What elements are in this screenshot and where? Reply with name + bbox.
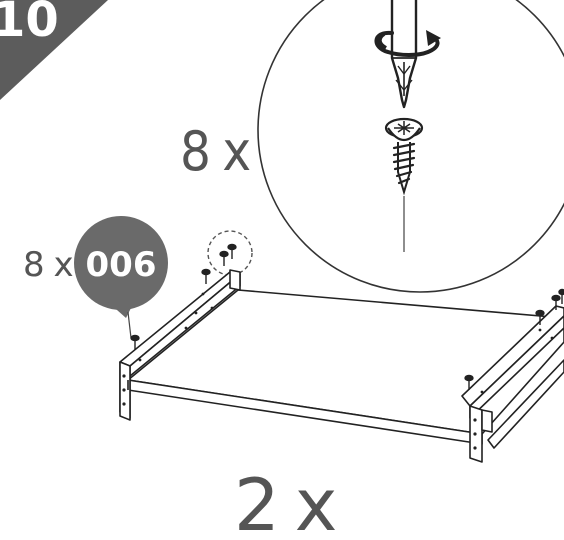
screw-icon [219, 250, 229, 266]
frame-holes [122, 292, 554, 450]
screw-icon [551, 294, 561, 310]
screw-icon [201, 268, 211, 284]
part-code: 006 [86, 245, 157, 285]
callout-quantity-label: 8 x [23, 245, 73, 285]
rotation-arrow-icon [374, 30, 441, 57]
detail-zoom-circle [257, 0, 564, 293]
step-number: 10 [0, 0, 59, 48]
screw-icon [130, 334, 140, 350]
assembly-quantity-label: 2 x [234, 463, 336, 540]
part-bubble: 006 [74, 216, 168, 318]
wood-screw-icon [384, 117, 424, 252]
screw-highlight-circle [207, 230, 253, 276]
frame-screws [130, 243, 564, 390]
part-callout: 8 x 006 [23, 216, 168, 339]
drawer-frame [119, 269, 564, 463]
screw-icon [464, 374, 474, 390]
step-badge: 10 [0, 0, 108, 100]
detail-quantity-label: 8 x [180, 120, 250, 183]
screw-icon [535, 309, 545, 325]
screw-icon [558, 288, 564, 304]
screw-icon [227, 243, 237, 259]
